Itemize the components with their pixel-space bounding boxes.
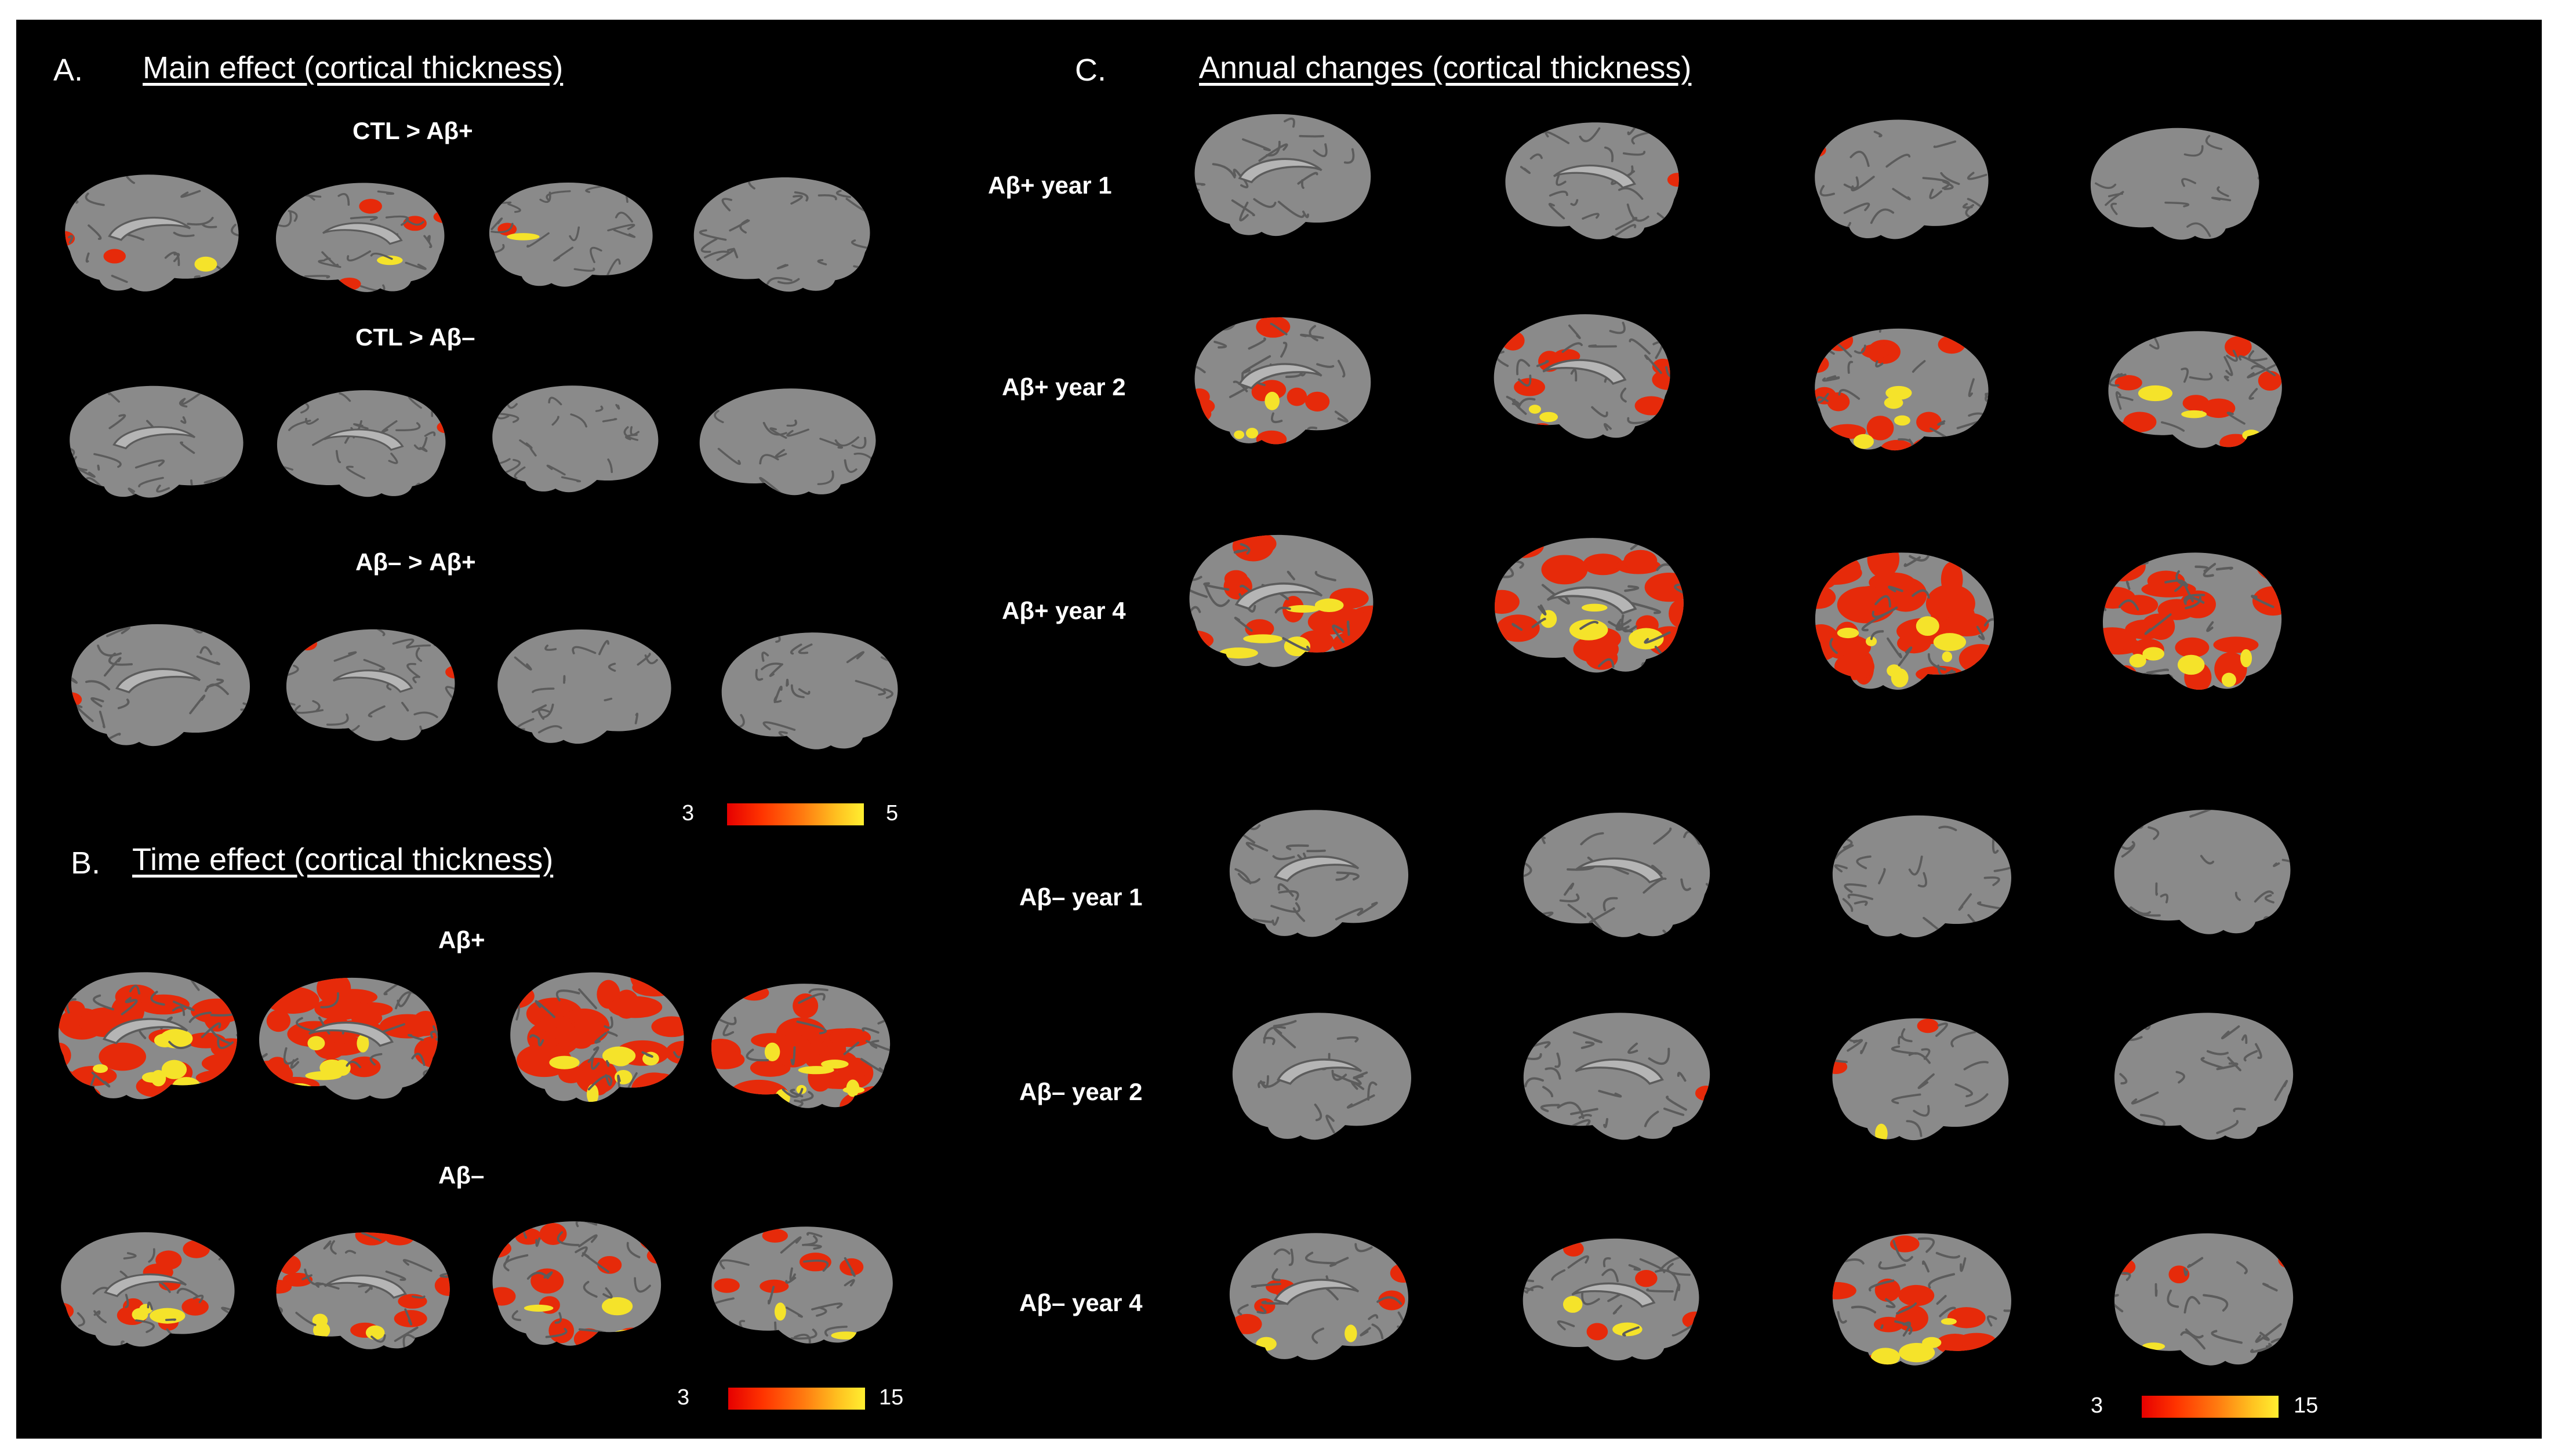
panel-c-row-label-3: Aβ+ year 4 (1002, 597, 1126, 624)
panel-b-row-1-brain-lateral-right (711, 984, 891, 1108)
panel-c-title: Annual changes (cortical thickness) (1199, 50, 1692, 85)
panel-c-row-1-brain-medial-left (1194, 114, 1371, 236)
panel-c-row-2-brain-lateral-right (2108, 331, 2282, 448)
panel-a-row-3-brain-lateral-left (497, 629, 671, 744)
panel-a-letter: A. (53, 53, 83, 88)
panel-a-title: Main effect (cortical thickness) (143, 50, 564, 85)
figure-frame: A. Main effect (cortical thickness) CTL … (16, 20, 2542, 1439)
panel-a-colorbar-max: 5 (886, 801, 899, 825)
panel-c-row-label-1: Aβ+ year 1 (988, 172, 1112, 199)
panel-c-row-4-brain-medial-right (1523, 813, 1710, 937)
panel-c-row-4-brain-medial-left (1229, 810, 1409, 937)
panel-a-row-1-brain-medial-left (65, 174, 239, 292)
panel-c-colorbar (2142, 1396, 2279, 1418)
panel-b-row-1-brain-medial-left (58, 972, 238, 1100)
panel-a-row-2-brain-lateral-left (492, 385, 659, 493)
panel-c-row-label-4: Aβ– year 1 (1019, 883, 1143, 911)
panel-c-row-label-2: Aβ+ year 2 (1002, 373, 1126, 401)
panel-c-row-4-brain-lateral-right (2114, 810, 2291, 934)
panel-a-row-label-1: CTL > Aβ+ (353, 117, 473, 144)
panel-c-row-label-6: Aβ– year 4 (1019, 1289, 1143, 1316)
panel-a-row-label-2: CTL > Aβ– (355, 323, 475, 351)
panel-a-row-2-brain-lateral-right (699, 388, 876, 496)
panel-a-row-1-brain-lateral-left (489, 182, 653, 287)
panel-c-row-5-brain-lateral-left (1832, 1018, 2009, 1141)
panel-a-colorbar (727, 803, 864, 825)
panel-c-row-2-brain-medial-left (1194, 317, 1371, 445)
panel-c-row-4-brain-lateral-left (1832, 815, 2012, 938)
panel-a-row-3-brain-medial-right (286, 629, 455, 741)
panel-c-row-3-brain-medial-right (1495, 538, 1684, 673)
panel-c-row-6-brain-lateral-left (1832, 1233, 2012, 1366)
panel-c-row-2-brain-medial-right (1494, 314, 1670, 439)
panel-c-row-6-brain-medial-right (1523, 1238, 1699, 1361)
panel-b-row-label-2: Aβ– (438, 1162, 485, 1189)
panel-b-row-label-1: Aβ+ (438, 926, 485, 953)
panel-a-row-3-brain-lateral-right (721, 632, 898, 749)
panel-c-row-3-brain-medial-left (1189, 534, 1374, 667)
panel-c-colorbar-max: 15 (2294, 1393, 2319, 1418)
panel-c-row-6-brain-medial-left (1229, 1233, 1409, 1360)
panel-a-colorbar-min: 3 (682, 801, 695, 825)
panel-a-row-1-brain-lateral-right (693, 177, 870, 292)
panel-c-row-1-brain-lateral-right (2090, 128, 2259, 240)
panel-b-row-2-brain-medial-left (61, 1232, 235, 1347)
panel-a-row-3-brain-medial-left (71, 624, 250, 747)
panel-c-row-3-brain-lateral-right (2102, 552, 2282, 690)
panel-a-row-1-brain-medial-right (275, 183, 445, 292)
panel-b-row-1-brain-lateral-left (510, 972, 684, 1102)
panel-c-row-1-brain-medial-right (1505, 122, 1679, 239)
panel-a-row-2-brain-medial-left (70, 385, 244, 498)
panel-b-row-2-brain-lateral-right (711, 1226, 893, 1344)
panel-c-colorbar-min: 3 (2091, 1393, 2103, 1418)
panel-c-row-6-brain-lateral-right (2114, 1233, 2294, 1366)
panel-c-row-label-5: Aβ– year 2 (1019, 1078, 1143, 1105)
panel-c-row-1-brain-lateral-left (1815, 119, 1989, 239)
panel-b-letter: B. (71, 846, 101, 880)
panel-c-row-5-brain-medial-right (1523, 1013, 1710, 1140)
panel-c-row-5-brain-medial-left (1232, 1013, 1412, 1140)
panel-b-title: Time effect (cortical thickness) (132, 842, 554, 877)
panel-c-row-3-brain-lateral-left (1815, 552, 1994, 690)
panel-c-row-2-brain-lateral-left (1815, 328, 1989, 451)
panel-b-colorbar-max: 15 (879, 1385, 904, 1410)
panel-b-colorbar-min: 3 (677, 1385, 690, 1410)
panel-b-row-2-brain-medial-right (276, 1232, 450, 1349)
panel-a-row-2-brain-medial-right (277, 390, 446, 497)
panel-b-row-1-brain-medial-right (259, 977, 438, 1100)
panel-b-row-2-brain-lateral-left (492, 1221, 662, 1346)
panel-b-colorbar (728, 1388, 865, 1410)
panel-c-letter: C. (1075, 53, 1106, 88)
panel-c-row-5-brain-lateral-right (2114, 1013, 2294, 1140)
panel-a-row-label-3: Aβ– > Aβ+ (355, 548, 476, 576)
